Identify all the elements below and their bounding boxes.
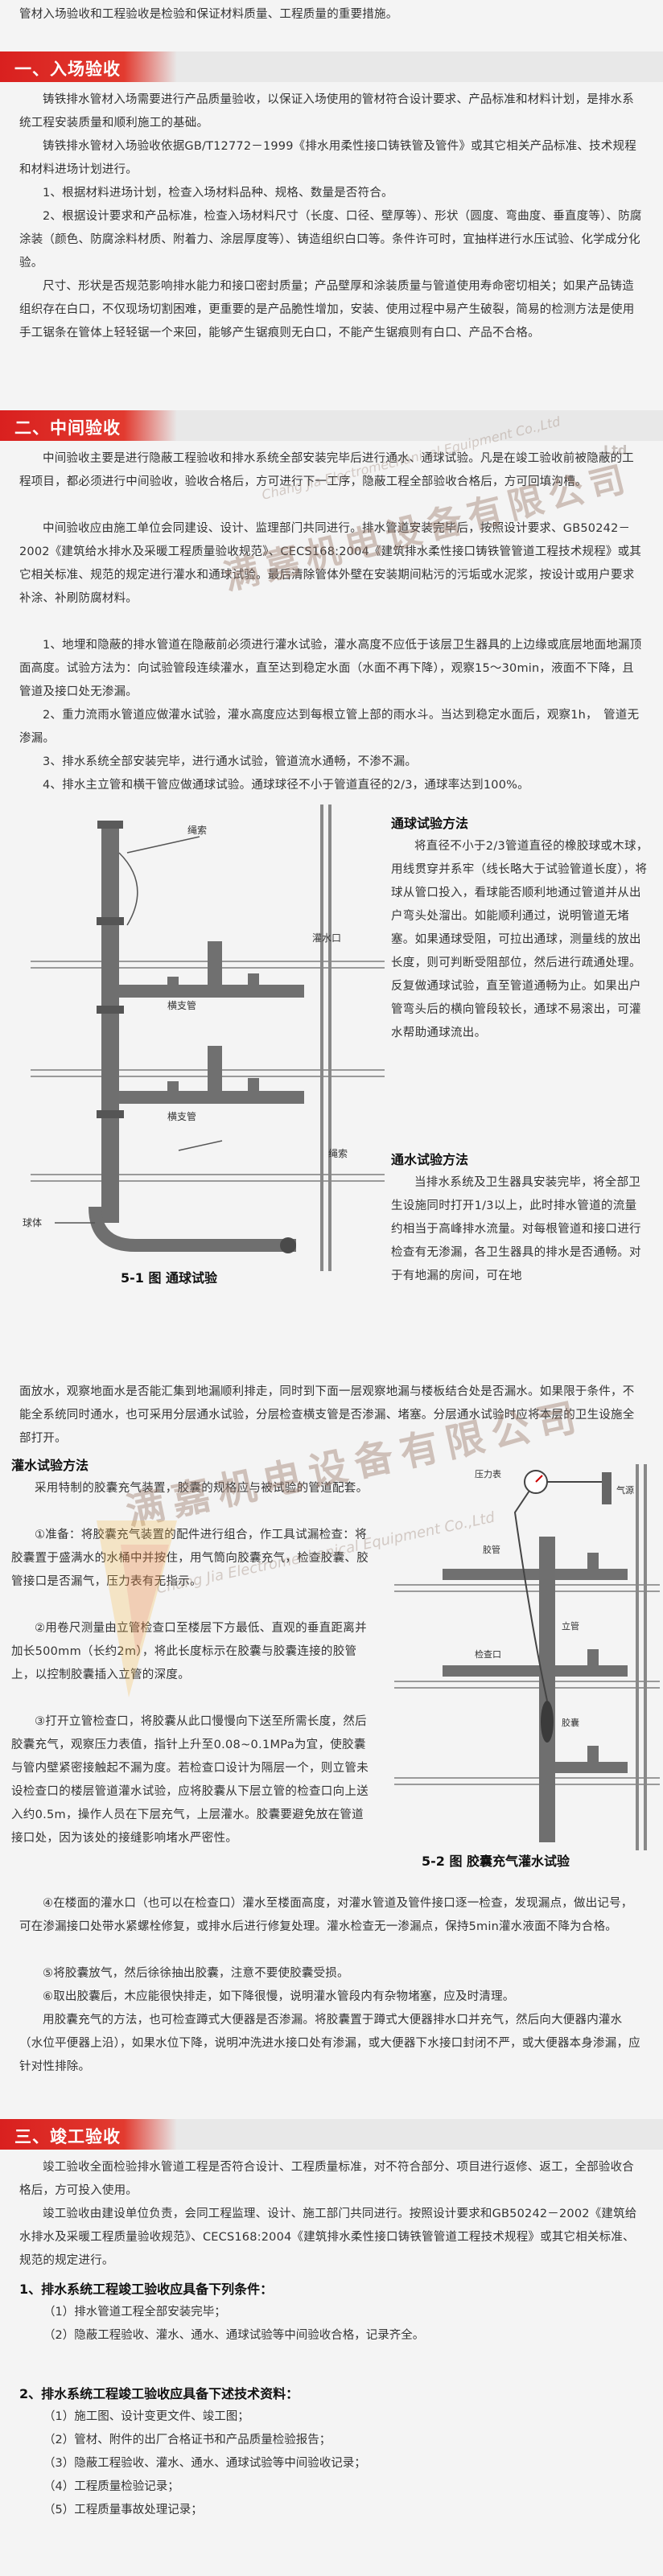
- water-test-title: 通水试验方法: [391, 1152, 469, 1167]
- s3-h1-item-1: （1）排水管道工程全部安装完毕；: [43, 2306, 226, 2319]
- s3-para-1: 竣工验收全面检验排水管道工程是否符合设计、工程质量标准，对不符合部分、项目进行返…: [19, 2161, 634, 2197]
- fig2-label-gas: 气源: [616, 1484, 634, 1496]
- ball-test-text: 将直径不小于2/3管道直径的橡胶球或木球，用线贯穿并系牢（线长略大于试验管道长度…: [391, 840, 649, 1039]
- capsule-test-diagram: 压力表 气源 立管 胶管 胶囊 检查口: [394, 1464, 660, 1850]
- s3-h2-item-4: （4）工程质量检验记录；: [43, 2480, 179, 2493]
- fig2-label-pipe: 立管: [562, 1620, 579, 1632]
- s2-para-5: 3、排水系统全部安装完毕，进行通水试验，管道流水通畅，不渗不漏。: [43, 755, 418, 768]
- fig2-label-hose: 胶管: [483, 1544, 500, 1555]
- s2-para-6: 4、排水主立管和横干管应做通球试验。通球球径不小于管道直径的2/3，通球率达到1…: [43, 779, 529, 792]
- s1-para-5: 尺寸、形状是否规范影响排水能力和接口密封质量；产品壁厚和涂装质量与管道使用寿命密…: [19, 280, 635, 339]
- water-test-text-side: 当排水系统及卫生器具安装完毕，将全部卫生设施同时打开1/3以上，此时排水管道的流…: [391, 1176, 641, 1282]
- s3-para-2: 竣工验收由建设单位负责，会同工程监理、设计、施工部门共同进行。按照设计要求和GB…: [19, 2208, 637, 2267]
- fill-test-para-6: ⑤将胶囊放气，然后徐徐抽出胶囊，注意不要使胶囊受损。: [43, 1967, 349, 1980]
- s3-h2-item-3: （3）隐蔽工程验收、灌水、通水、通球试验等中间验收记录；: [43, 2457, 366, 2470]
- s3-h2-item-5: （5）工程质量事故处理记录；: [43, 2504, 203, 2516]
- s2-para-4: 2、重力流雨水管道应做灌水试验，灌水高度应达到每根立管上部的雨水斗。当达到稳定水…: [19, 709, 640, 745]
- ball-test-title: 通球试验方法: [391, 816, 469, 831]
- section-header-2: 二、中间验收: [0, 410, 663, 441]
- fig1-label-branch2: 横支管: [167, 1110, 196, 1122]
- fill-test-para-8: 用胶囊充气的方法，也可检查蹲式大便器是否渗漏。将胶囊置于蹲式大便器排水口并充气，…: [19, 2014, 640, 2073]
- fill-test-title: 灌水试验方法: [11, 1458, 89, 1473]
- fill-test-para-7: ⑥取出胶囊后，木应能很快排走，如下降很慢，说明灌水管段内有杂物堵塞，应及时清理。: [43, 1990, 515, 2003]
- section-title-1: 一、入场验收: [14, 60, 121, 79]
- s3-h2-item-2: （2）管材、附件的出厂合格证书和产品质量检验报告；: [43, 2434, 332, 2446]
- intro-text: 管材入场验收和工程验收是检验和保证材料质量、工程质量的重要措施。: [19, 8, 398, 21]
- fill-test-para-4: ③打开立管检查口，将胶囊从此口慢慢向下送至所需长度，然后胶囊充气，观察压力表值，…: [11, 1715, 369, 1845]
- fig1-label-rope2: 绳索: [328, 1148, 348, 1159]
- s3-h1-item-2: （2）隐蔽工程验收、灌水、通水、通球试验等中间验收合格，记录齐全。: [43, 2329, 425, 2342]
- fill-test-para-2: ①准备：将胶囊充气装置的配件进行组合，作工具试漏检查：将胶囊置于盛满水的水桶中并…: [11, 1529, 369, 1588]
- fig2-label-bag: 胶囊: [562, 1717, 579, 1728]
- fig1-label-rope: 绳索: [187, 825, 207, 836]
- section-header-3: 三、竣工验收: [0, 2119, 663, 2150]
- s2-para-2: 中间验收应由施工单位会同建设、设计、监理部门共同进行。排水管道安装完毕后，按照设…: [19, 522, 642, 605]
- s2-para-3: 1、地埋和隐蔽的排水管道在隐蔽前必须进行灌水试验，灌水高度不应低于该层卫生器具的…: [19, 639, 642, 698]
- fig1-label-branch1: 横支管: [167, 999, 196, 1011]
- fig1-caption: 5-1 图 通球试验: [121, 1270, 218, 1286]
- fig2-label-port: 检查口: [475, 1648, 501, 1660]
- s1-para-3: 1、根据材料进场计划，检查入场材料品种、规格、数量是否符合。: [43, 187, 393, 200]
- s1-para-2: 铸铁排水管材入场验收依据GB/T12772－1999《排水用柔性接口铸铁管及管件…: [19, 140, 636, 176]
- fill-test-para-5: ④在楼面的灌水口（也可以在检查口）灌水至楼面高度，对灌水管道及管件接口逐一检查，…: [19, 1897, 633, 1933]
- water-test-text-full: 面放水，观察地面水是否能汇集到地漏顺利排走，同时到下面一层观察地漏与楼板结合处是…: [19, 1385, 635, 1445]
- s3-heading-1: 1、排水系统工程竣工验收应具备下列条件：: [19, 2282, 274, 2297]
- s3-h2-item-1: （1）施工图、设计变更文件、竣工图；: [43, 2410, 249, 2423]
- fig2-label-gauge: 压力表: [475, 1468, 501, 1479]
- fig1-label-ball: 球体: [23, 1217, 42, 1228]
- fig1-label-port: 灌水口: [312, 932, 341, 944]
- s3-heading-2: 2、排水系统工程竣工验收应具备下述技术资料：: [19, 2386, 299, 2401]
- s1-para-1: 铸铁排水管材入场需要进行产品质量验收，以保证入场使用的管材符合设计要求、产品标准…: [19, 93, 634, 130]
- fig2-caption: 5-2 图 胶囊充气灌水试验: [422, 1854, 570, 1869]
- fill-test-para-1: 采用特制的胶囊充气装置，胶囊的规格应与被试验的管道配套。: [35, 1482, 369, 1495]
- s1-para-4: 2、根据设计要求和产品标准，检查入场材料尺寸（长度、口径、壁厚等）、形状（圆度、…: [19, 210, 642, 270]
- ball-test-diagram: 绳索 灌水口 横支管 横支管 绳索 球体: [23, 804, 385, 1271]
- s2-para-1: 中间验收主要是进行隐蔽工程验收和排水系统全部安装完毕后进行通水、通球试验。凡是在…: [19, 452, 634, 488]
- section-header-1: 一、入场验收: [0, 51, 663, 82]
- fill-test-para-3: ②用卷尺测量由立管检查口至楼层下方最低、直观的垂直距离并加长500mm（长约2m…: [11, 1622, 367, 1681]
- section-title-2: 二、中间验收: [14, 418, 121, 438]
- section-title-3: 三、竣工验收: [14, 2127, 121, 2146]
